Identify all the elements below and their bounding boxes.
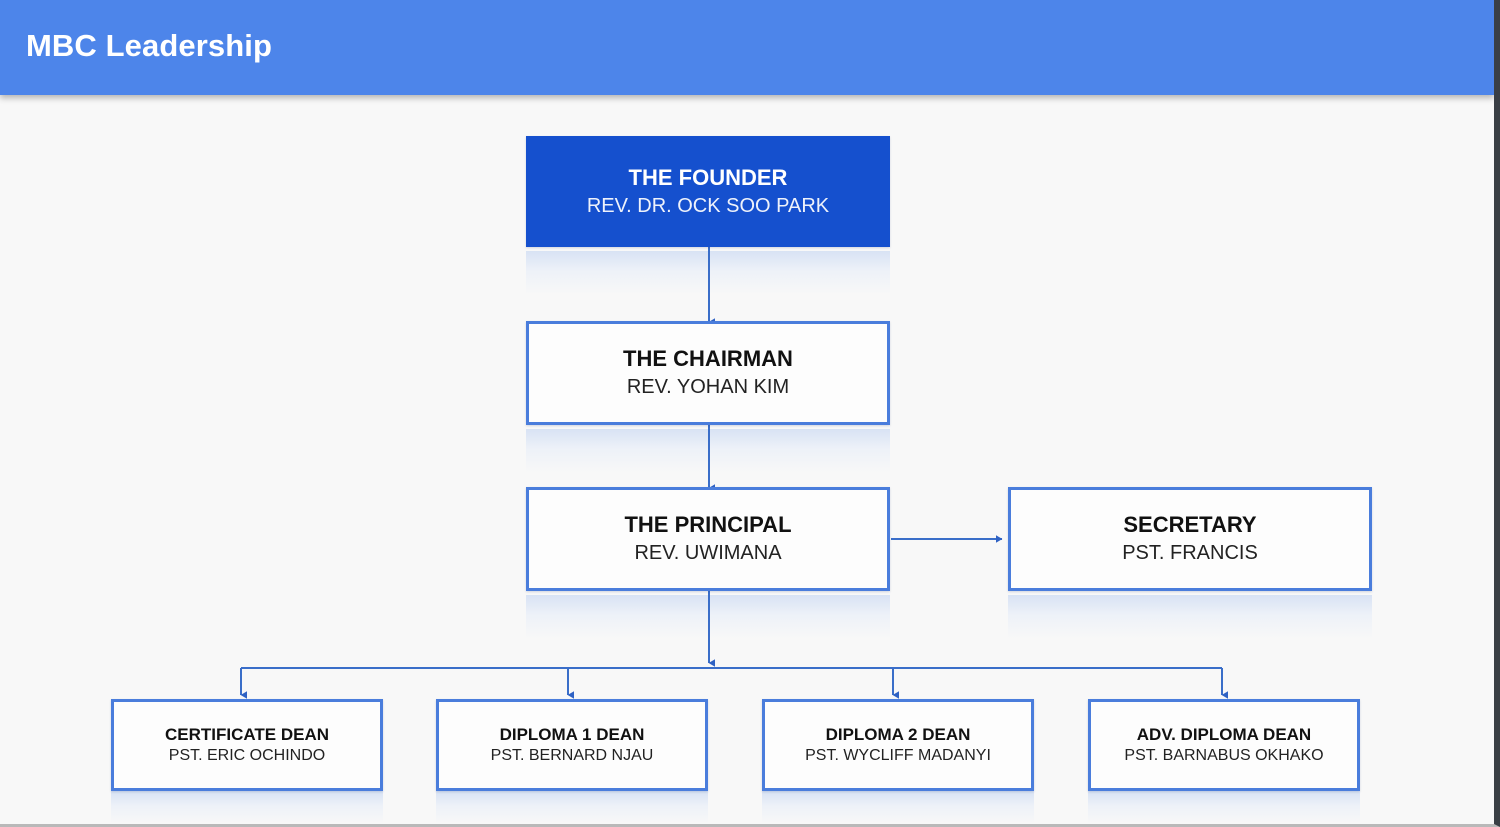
org-node-secretary-person: PST. FRANCIS <box>1122 542 1258 565</box>
org-node-principal-person: REV. UWIMANA <box>634 542 782 565</box>
org-node-diploma-1-dean-person: PST. BERNARD NJAU <box>490 746 654 764</box>
org-node-chairman-person: REV. YOHAN KIM <box>626 376 790 399</box>
org-chart-canvas: THE FOUNDER REV. DR. OCK SOO PARK THE CH… <box>0 95 1494 824</box>
org-node-diploma-2-dean-person: PST. WYCLIFF MADANYI <box>805 746 991 764</box>
org-node-principal[interactable]: THE PRINCIPAL REV. UWIMANA <box>526 487 890 591</box>
org-node-chairman[interactable]: THE CHAIRMAN REV. YOHAN KIM <box>526 321 890 425</box>
org-node-adv-diploma-dean-title: ADV. DIPLOMA DEAN <box>1136 724 1312 744</box>
org-node-adv-diploma-dean[interactable]: ADV. DIPLOMA DEAN PST. BARNABUS OKHAKO <box>1088 699 1360 791</box>
org-node-certificate-dean-person: PST. ERIC OCHINDO <box>168 746 326 764</box>
org-node-diploma-1-dean-title: DIPLOMA 1 DEAN <box>499 724 645 744</box>
org-node-certificate-dean-title: CERTIFICATE DEAN <box>164 724 329 744</box>
org-node-diploma-1-dean[interactable]: DIPLOMA 1 DEAN PST. BERNARD NJAU <box>436 699 708 791</box>
page-title: MBC Leadership <box>26 28 272 63</box>
header-bar: MBC Leadership <box>0 0 1494 95</box>
org-node-adv-diploma-dean-person: PST. BARNABUS OKHAKO <box>1124 746 1324 764</box>
org-node-secretary[interactable]: SECRETARY PST. FRANCIS <box>1008 487 1372 591</box>
org-node-founder-title: THE FOUNDER <box>628 164 788 190</box>
org-node-founder-person: REV. DR. OCK SOO PARK <box>586 194 830 217</box>
org-node-secretary-title: SECRETARY <box>1123 512 1257 538</box>
org-node-principal-title: THE PRINCIPAL <box>624 512 792 538</box>
org-node-diploma-2-dean[interactable]: DIPLOMA 2 DEAN PST. WYCLIFF MADANYI <box>762 699 1034 791</box>
org-node-founder[interactable]: THE FOUNDER REV. DR. OCK SOO PARK <box>526 136 890 247</box>
org-node-chairman-title: THE CHAIRMAN <box>623 346 793 372</box>
org-node-certificate-dean[interactable]: CERTIFICATE DEAN PST. ERIC OCHINDO <box>111 699 383 791</box>
org-node-diploma-2-dean-title: DIPLOMA 2 DEAN <box>825 724 971 744</box>
